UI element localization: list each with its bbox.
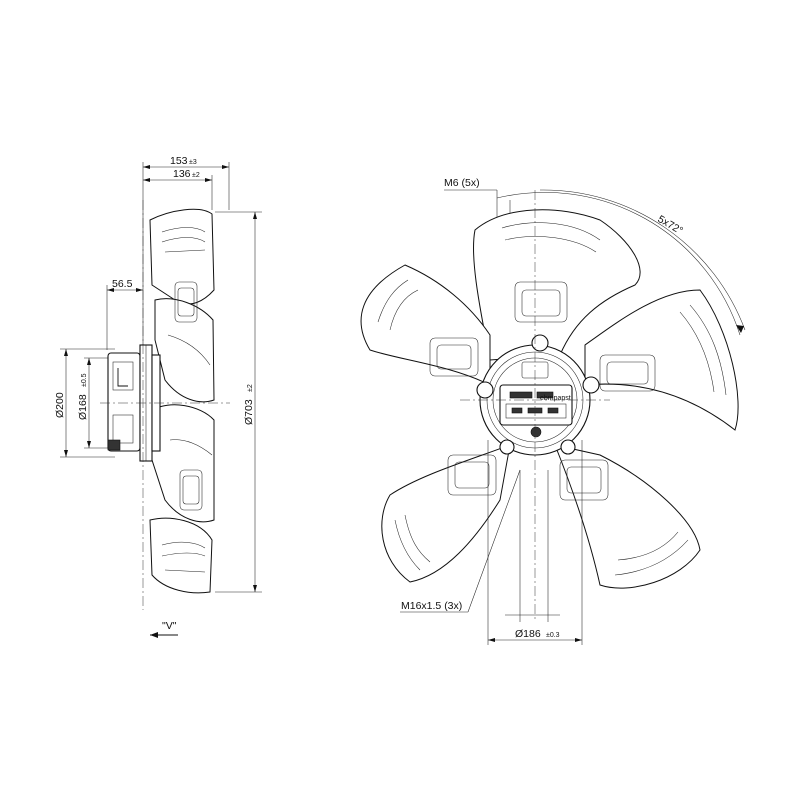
- flange-diameter-text: Ø168: [77, 394, 89, 420]
- dim-flange-diameter: Ø168 ±0.5: [77, 357, 108, 449]
- dim-motor-offset: 56.5: [106, 278, 143, 350]
- blade-depth-text: 136: [173, 168, 191, 180]
- dim-fan-diameter: Ø703 ±2: [215, 211, 262, 593]
- blade-upper-left: [360, 264, 491, 386]
- dim-blade-depth: 136 ±2: [143, 168, 212, 182]
- view-arrow: "V": [150, 620, 178, 638]
- dim-bolt-circle: Ø186 ±0.3: [487, 440, 583, 645]
- motor-diameter-text: Ø200: [54, 392, 66, 418]
- logo-text: ebmpapst: [540, 395, 571, 402]
- flange-diameter-tol: ±0.5: [81, 373, 88, 387]
- thread-top-text: M6 (5x): [444, 177, 480, 189]
- angle-text: 5x72°: [656, 213, 685, 237]
- front-blades: [360, 209, 739, 589]
- fan-diameter-tol: ±2: [247, 384, 254, 392]
- fan-diameter-text: Ø703: [243, 399, 255, 425]
- side-view: 153 ±3 136 ±2 56.5 Ø200: [54, 155, 262, 638]
- thread-bottom-text: M16x1.5 (3x): [401, 600, 462, 612]
- blade-lower-left: [381, 444, 511, 583]
- blade-lower-right: [554, 444, 701, 589]
- blade-depth-tol: ±2: [192, 172, 200, 179]
- side-blade-outline: [149, 208, 215, 305]
- blade-top: [473, 209, 641, 361]
- electronics-box: [499, 384, 573, 426]
- bolt-circle-text: Ø186: [515, 628, 541, 640]
- bolt-circle-tol: ±0.3: [546, 632, 560, 639]
- motor-offset-text: 56.5: [112, 278, 133, 290]
- overall-depth-tol: ±3: [189, 159, 197, 166]
- dim-overall-depth: 153 ±3: [143, 155, 229, 169]
- overall-depth-text: 153: [170, 155, 188, 167]
- view-label: "V": [162, 620, 177, 632]
- blade-right: [584, 289, 739, 431]
- front-view: 5x72° M6 (5x): [360, 177, 746, 645]
- dim-motor-diameter: Ø200: [54, 348, 115, 458]
- label-thread-bottom: M16x1.5 (3x): [400, 469, 521, 613]
